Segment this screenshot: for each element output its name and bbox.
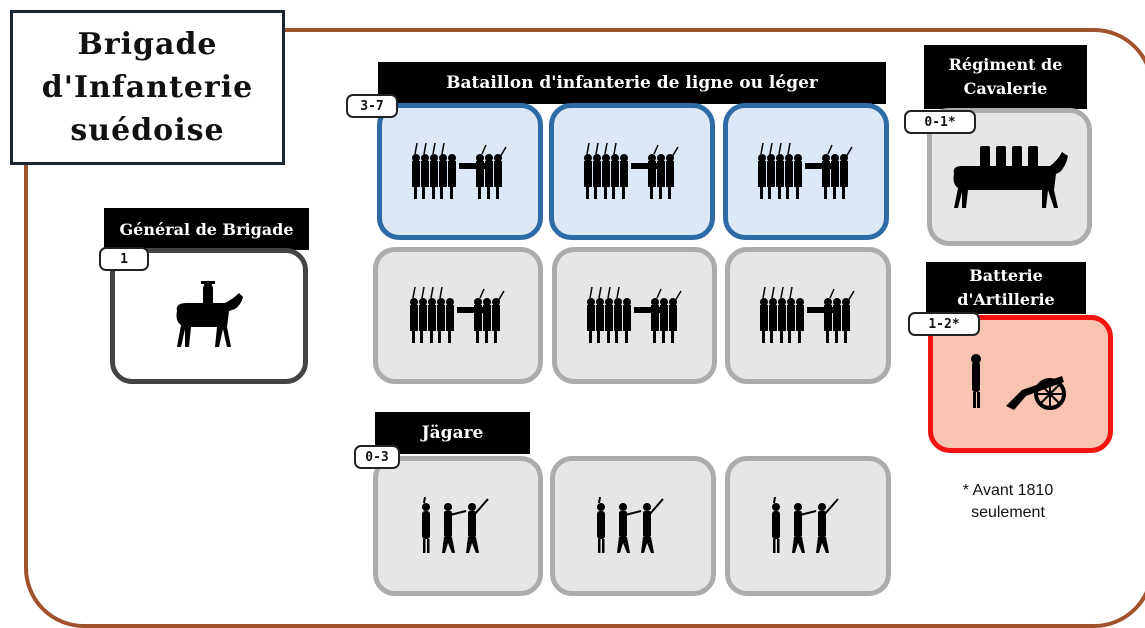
general-banner: Général de Brigade bbox=[104, 208, 309, 250]
footnote-line-2: seulement bbox=[971, 504, 1045, 521]
jagare-card-3[interactable] bbox=[725, 456, 891, 596]
artillery-banner: Batterie d'Artillerie bbox=[926, 262, 1086, 314]
cannon-icon bbox=[970, 354, 1066, 410]
jagare-card-1[interactable] bbox=[373, 456, 543, 596]
footnote: * Avant 1810 seulement bbox=[938, 480, 1078, 524]
infantry-banner: Bataillon d'infanterie de ligne ou léger bbox=[378, 62, 886, 104]
artillery-card[interactable] bbox=[928, 315, 1113, 453]
line-infantry-icon bbox=[584, 142, 679, 200]
infantry-card-1[interactable] bbox=[377, 103, 543, 240]
cavalry-icon bbox=[953, 146, 1068, 208]
line-infantry-icon bbox=[586, 286, 682, 344]
skirmisher-icon bbox=[597, 497, 664, 554]
cavalry-count-badge: 0-1* bbox=[904, 110, 976, 134]
cavalry-banner: Régiment de Cavalerie bbox=[924, 45, 1087, 109]
line-infantry-icon bbox=[412, 142, 507, 200]
infantry-card-2[interactable] bbox=[549, 103, 715, 240]
line-infantry-icon bbox=[758, 142, 853, 200]
jagare-count-badge: 0-3 bbox=[354, 445, 400, 469]
jagare-card-2[interactable] bbox=[550, 456, 716, 596]
artillery-count-badge: 1-2* bbox=[908, 312, 980, 336]
infantry-card-6[interactable] bbox=[725, 247, 891, 384]
skirmisher-icon bbox=[422, 497, 489, 554]
line-infantry-icon bbox=[760, 286, 855, 344]
infantry-count-badge: 3-7 bbox=[346, 94, 398, 118]
brigade-title-box: Brigade d'Infanterie suédoise bbox=[10, 10, 285, 165]
footnote-line-1: * Avant 1810 bbox=[962, 482, 1054, 499]
infantry-card-4[interactable] bbox=[373, 247, 543, 384]
line-infantry-icon bbox=[410, 286, 505, 344]
mounted-general-icon bbox=[176, 281, 243, 347]
cavalry-card[interactable] bbox=[927, 108, 1092, 246]
brigade-title: Brigade d'Infanterie suédoise bbox=[41, 27, 254, 148]
infantry-card-3[interactable] bbox=[723, 103, 889, 240]
infantry-card-5[interactable] bbox=[552, 247, 717, 384]
general-count-badge: 1 bbox=[99, 247, 149, 271]
jagare-banner: Jägare bbox=[375, 412, 530, 454]
skirmisher-icon bbox=[772, 497, 839, 554]
